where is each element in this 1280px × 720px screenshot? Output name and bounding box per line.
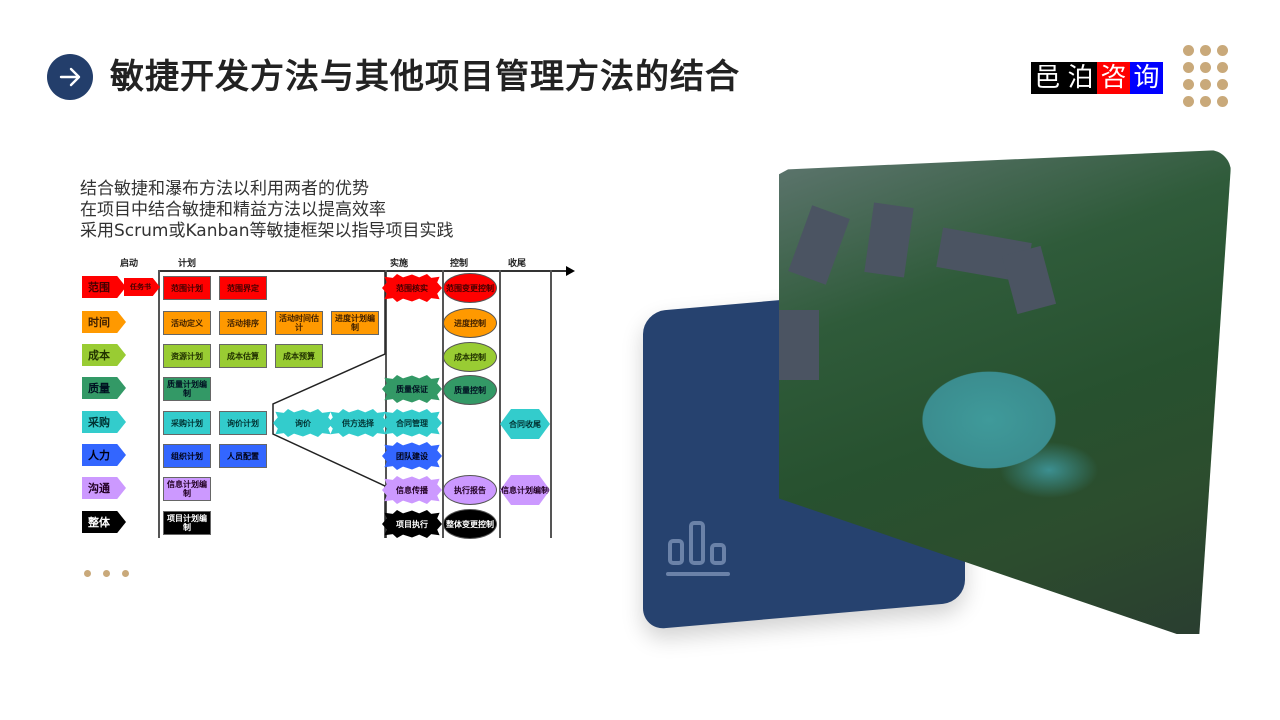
- process-oval: 成本控制: [443, 342, 497, 372]
- process-burst: 团队建设: [382, 442, 442, 470]
- page-title: 敏捷开发方法与其他项目管理方法的结合: [110, 57, 740, 97]
- area-procurement: 采购: [82, 411, 126, 433]
- area-scope: 范围: [82, 276, 126, 298]
- process-box: 活动排序: [219, 311, 267, 335]
- process-box: 信息计划编制: [163, 477, 211, 501]
- connector-lines: [272, 272, 386, 538]
- process-burst: 质量保证: [382, 375, 442, 403]
- process-box: 组织计划: [163, 444, 211, 468]
- process-box: 范围计划: [163, 276, 211, 300]
- decorative-dots: [84, 570, 129, 577]
- divider: [385, 270, 387, 538]
- process-box: 成本预算: [275, 344, 323, 368]
- process-box: 活动时间估计: [275, 311, 323, 335]
- bullet-item: 在项目中结合敏捷和精益方法以提高效率: [80, 200, 386, 220]
- process-box: 质量计划编制: [163, 377, 211, 401]
- process-box: 人员配置: [219, 444, 267, 468]
- process-burst: 询价: [273, 409, 333, 437]
- process-hex: 合同收尾: [500, 409, 550, 439]
- decorative-dot-grid: [1183, 45, 1233, 107]
- timeline-axis: [158, 270, 568, 272]
- bullet-item: 采用Scrum或Kanban等敏捷框架以指导项目实践: [80, 221, 454, 241]
- brand-logo: 邑 泊 咨 询: [1031, 62, 1163, 94]
- area-comm: 沟通: [82, 477, 126, 499]
- divider: [550, 270, 552, 538]
- process-box: 资源计划: [163, 344, 211, 368]
- process-box: 活动定义: [163, 311, 211, 335]
- process-burst: 合同管理: [382, 409, 442, 437]
- process-oval: 范围变更控制: [443, 273, 497, 303]
- bar-chart-icon: [666, 519, 730, 583]
- process-hex: 信息计划编制: [500, 475, 550, 505]
- area-time: 时间: [82, 311, 126, 333]
- process-box: 项目计划编制: [163, 511, 211, 535]
- divider: [442, 270, 444, 538]
- pm-process-diagram: 启动 计划 实施 控制 收尾 范围 时间 成本 质量 采购 人力 沟通 整体 任…: [78, 254, 578, 540]
- divider: [499, 270, 501, 538]
- process-burst: 供方选择: [328, 409, 388, 437]
- process-oval: 整体变更控制: [443, 509, 497, 539]
- area-hr: 人力: [82, 444, 126, 466]
- area-quality: 质量: [82, 377, 126, 399]
- process-box: 进度计划编制: [331, 311, 379, 335]
- phase-label: 实施: [390, 259, 409, 269]
- process-burst: 信息传播: [382, 476, 442, 504]
- process-box: 成本估算: [219, 344, 267, 368]
- process-box: 采购计划: [163, 411, 211, 435]
- area-integration: 整体: [82, 511, 126, 533]
- phase-label: 计划: [178, 259, 197, 269]
- process-box: 询价计划: [219, 411, 267, 435]
- phase-label: 收尾: [508, 259, 527, 269]
- process-burst: 项目执行: [382, 510, 442, 538]
- phase-label: 启动: [120, 259, 139, 269]
- bullet-list: 结合敏捷和瀑布方法以利用两者的优势 在项目中结合敏捷和精益方法以提高效率 采用S…: [80, 179, 454, 242]
- process-burst: 范围核实: [382, 274, 442, 302]
- bullet-item: 结合敏捷和瀑布方法以利用两者的优势: [80, 179, 369, 199]
- logo-char: 邑: [1031, 62, 1064, 94]
- logo-char: 泊: [1064, 62, 1097, 94]
- process-oval: 进度控制: [443, 308, 497, 338]
- divider: [158, 270, 160, 538]
- logo-char: 询: [1130, 62, 1163, 94]
- process-oval: 质量控制: [443, 375, 497, 405]
- process-box: 范围界定: [219, 276, 267, 300]
- phase-label: 控制: [450, 259, 469, 269]
- area-cost: 成本: [82, 344, 126, 366]
- process-oval: 执行报告: [443, 475, 497, 505]
- charter: 任务书: [124, 278, 160, 296]
- timeline-arrow-icon: [566, 266, 575, 276]
- arrow-right-icon: [47, 54, 93, 100]
- logo-char: 咨: [1097, 62, 1130, 94]
